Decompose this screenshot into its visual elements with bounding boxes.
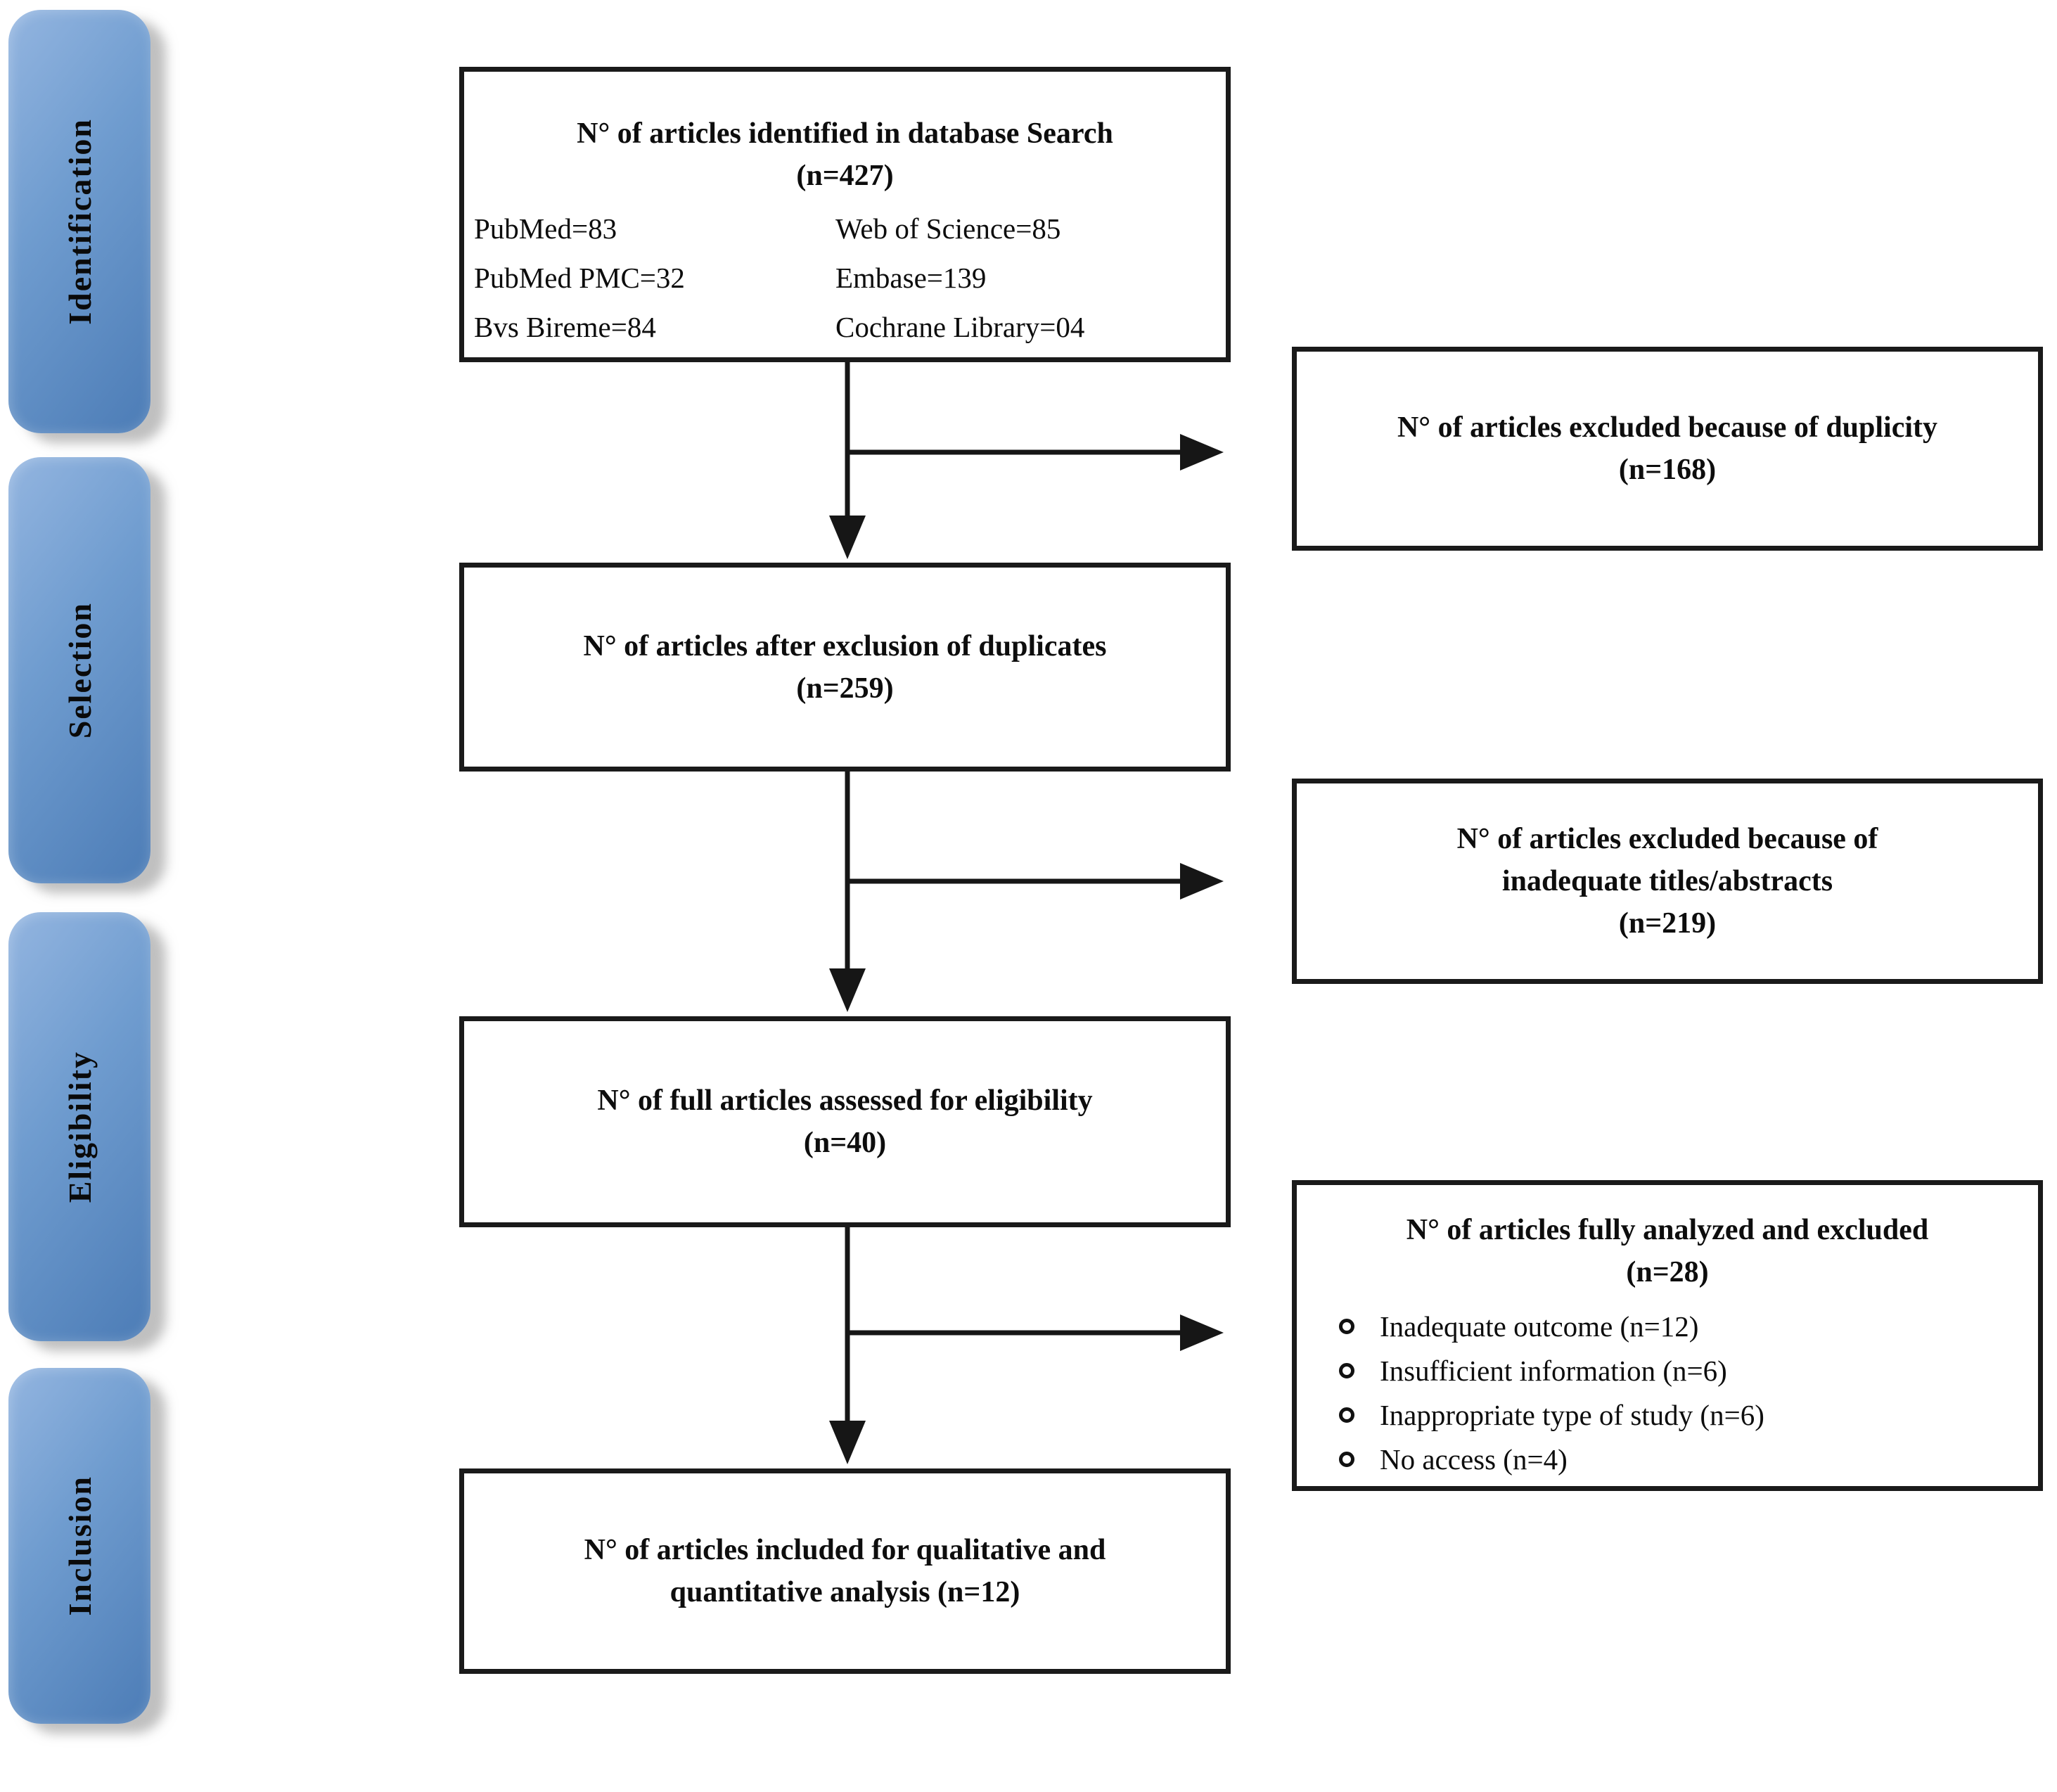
exclusion-reason-label: No access (n=4)	[1380, 1443, 1568, 1476]
box-excluded-duplicity: N° of articles excluded because of dupli…	[1292, 347, 2043, 551]
arrow-after-duplicates-to-eligibility	[829, 772, 866, 1012]
excluded-duplicity-count: (n=168)	[1618, 454, 1717, 486]
stage-identification-label: Identification	[61, 118, 98, 325]
exclusion-reason-item: Insufficient information (n=6)	[1339, 1349, 2038, 1393]
source-item: Cochrane Library=04	[835, 311, 1085, 343]
box-after-duplicates: N° of articles after exclusion of duplic…	[459, 563, 1231, 772]
identified-count: (n=427)	[796, 160, 894, 192]
box-excluded-titles-abstracts: N° of articles excluded because of inade…	[1292, 779, 2043, 984]
excluded-duplicity-title: N° of articles excluded because of dupli…	[1397, 411, 1938, 444]
stage-eligibility-label: Eligibility	[61, 1050, 98, 1203]
box-identified-records: N° of articles identified in database Se…	[459, 67, 1231, 362]
box-fully-analyzed-excluded: N° of articles fully analyzed and exclud…	[1292, 1180, 2043, 1491]
fully-analyzed-count: (n=28)	[1626, 1256, 1709, 1288]
circle-bullet-icon	[1339, 1452, 1354, 1467]
included-title-line2: quantitative analysis (n=12)	[669, 1576, 1020, 1608]
included-title-line1: N° of articles included for qualitative …	[584, 1534, 1106, 1566]
exclusion-reason-label: Inadequate outcome (n=12)	[1380, 1310, 1699, 1343]
source-column-2: Web of Science=85 Embase=139 Cochrane Li…	[835, 204, 1226, 352]
box-assessed-eligibility: N° of full articles assessed for eligibi…	[459, 1016, 1231, 1227]
source-item: Embase=139	[835, 262, 987, 294]
excluded-titles-count: (n=219)	[1618, 907, 1717, 940]
exclusion-reason-item: Inadequate outcome (n=12)	[1339, 1305, 2038, 1349]
excluded-titles-line2: inadequate titles/abstracts	[1501, 865, 1833, 897]
exclusion-reason-label: Insufficient information (n=6)	[1380, 1355, 1727, 1387]
arrow-branch-to-fully-analyzed	[847, 1314, 1224, 1351]
stage-identification: Identification	[8, 10, 150, 433]
source-item: Web of Science=85	[835, 212, 1061, 245]
after-duplicates-count: (n=259)	[796, 672, 894, 705]
fully-analyzed-title: N° of articles fully analyzed and exclud…	[1406, 1214, 1929, 1246]
box-included-analysis: N° of articles included for qualitative …	[459, 1468, 1231, 1674]
arrow-eligibility-to-included	[829, 1227, 866, 1464]
excluded-titles-line1: N° of articles excluded because of	[1456, 823, 1878, 855]
source-item: PubMed PMC=32	[474, 262, 685, 294]
exclusion-reason-item: Inappropriate type of study (n=6)	[1339, 1393, 2038, 1438]
circle-bullet-icon	[1339, 1363, 1354, 1378]
source-column-1: PubMed=83 PubMed PMC=32 Bvs Bireme=84	[474, 204, 835, 352]
circle-bullet-icon	[1339, 1407, 1354, 1423]
assessed-eligibility-count: (n=40)	[803, 1127, 887, 1159]
exclusion-reason-list: Inadequate outcome (n=12) Insufficient i…	[1339, 1305, 2038, 1482]
identified-title-line1: N° of articles identified in database Se…	[577, 117, 1113, 150]
arrow-identified-to-after-duplicates	[829, 362, 866, 559]
stage-inclusion-label: Inclusion	[61, 1476, 98, 1616]
arrow-branch-to-excluded-duplicity	[847, 434, 1224, 471]
stage-selection-label: Selection	[61, 601, 98, 739]
exclusion-reason-label: Inappropriate type of study (n=6)	[1380, 1399, 1764, 1431]
source-item: Bvs Bireme=84	[474, 311, 656, 343]
exclusion-reason-item: No access (n=4)	[1339, 1438, 2038, 1482]
after-duplicates-title: N° of articles after exclusion of duplic…	[583, 629, 1107, 663]
stage-inclusion: Inclusion	[8, 1368, 150, 1724]
circle-bullet-icon	[1339, 1319, 1354, 1334]
assessed-eligibility-title: N° of full articles assessed for eligibi…	[597, 1084, 1093, 1117]
stage-eligibility: Eligibility	[8, 912, 150, 1341]
stage-selection: Selection	[8, 457, 150, 883]
arrow-branch-to-excluded-titles	[847, 863, 1224, 900]
database-source-list: PubMed=83 PubMed PMC=32 Bvs Bireme=84 We…	[464, 204, 1226, 352]
source-item: PubMed=83	[474, 212, 617, 245]
